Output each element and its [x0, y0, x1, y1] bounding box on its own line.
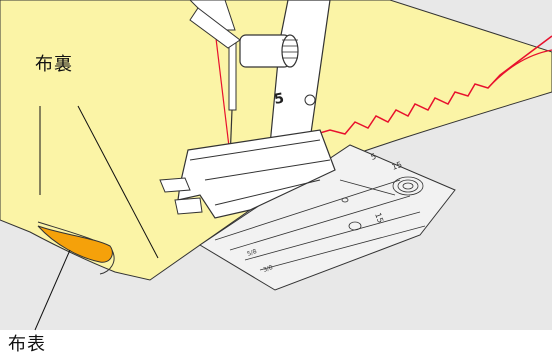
fabric-front-label: 布表 — [8, 330, 46, 356]
fabric-back-label: 布裏 — [35, 50, 73, 76]
